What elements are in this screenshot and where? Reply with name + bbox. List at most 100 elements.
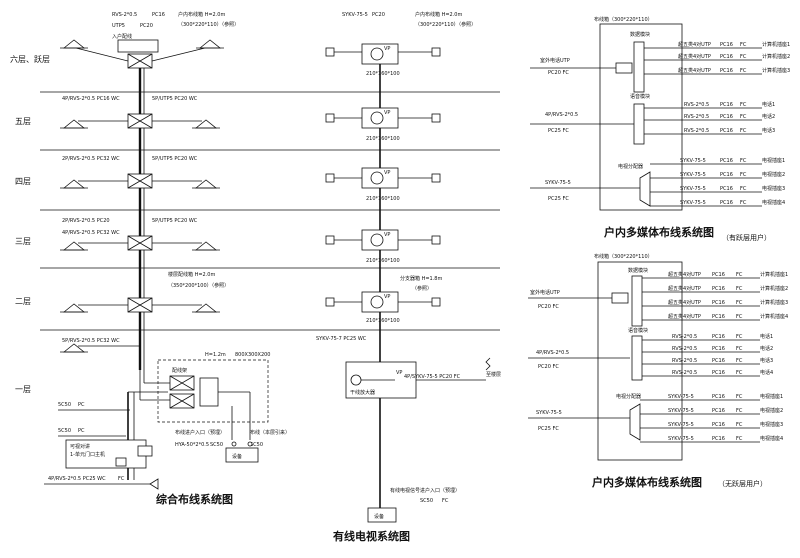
svg-text:210*160*100: 210*160*100: [366, 196, 400, 202]
svg-text:计算机插座3: 计算机插座3: [760, 299, 788, 306]
svg-text:PC25 FC: PC25 FC: [538, 426, 559, 432]
svg-text:SC50: SC50: [250, 442, 263, 448]
svg-text:VP: VP: [384, 46, 390, 52]
svg-text:SYKV-75-5: SYKV-75-5: [680, 158, 706, 164]
svg-text:超五类4对UTP: 超五类4对UTP: [678, 67, 711, 74]
svg-text:电话2: 电话2: [762, 113, 775, 120]
svg-text:FC: FC: [740, 158, 747, 164]
svg-text:PC16: PC16: [720, 158, 733, 164]
svg-text:（300*220*110）（参照）: （300*220*110）（参照）: [178, 21, 239, 28]
svg-text:1-单元门口主机: 1-单元门口主机: [70, 451, 105, 458]
svg-text:5P/UTP5 PC20 WC: 5P/UTP5 PC20 WC: [152, 156, 198, 162]
output-row: SYKV-75-5 PC16 FC 电视插座3: [640, 421, 783, 429]
floor-labels: 六层、跃层 五层 四层 三层 二层 一层: [10, 54, 50, 394]
svg-text:4P/RVS-2*0.5 PC16 WC: 4P/RVS-2*0.5 PC16 WC: [62, 96, 120, 102]
svg-text:FC: FC: [736, 370, 743, 376]
svg-text:（350*200*100）（参照）: （350*200*100）（参照）: [168, 282, 229, 289]
svg-text:RVS-2*0.5: RVS-2*0.5: [672, 346, 697, 352]
output-row: RVS-2*0.5 PC16 FC 电话2: [642, 345, 773, 353]
svg-text:FC: FC: [740, 102, 747, 108]
floor-label: 三层: [15, 237, 31, 246]
svg-text:RVS-2*0.5: RVS-2*0.5: [672, 370, 697, 376]
output-row: SYKV-75-5 PC16 FC 电视插座4: [640, 435, 783, 443]
svg-text:RVS-2*0.5: RVS-2*0.5: [112, 12, 137, 18]
output-row: 超五类4对UTP PC16 FC 计算机插座2: [642, 285, 788, 293]
svg-text:210*160*100: 210*160*100: [366, 136, 400, 142]
svg-text:电话3: 电话3: [760, 357, 773, 364]
output-row: RVS-2*0.5 PC16 FC 电话1: [642, 333, 773, 341]
svg-text:PC20: PC20: [140, 23, 153, 29]
svg-text:VP: VP: [384, 232, 390, 238]
svg-text:FC: FC: [736, 286, 743, 292]
home-top-rows: 超五类4对UTP PC16 FC 计算机插座1 超五类4对UTP PC16 FC…: [644, 41, 790, 207]
output-row: 超五类4对UTP PC16 FC 计算机插座1: [642, 271, 788, 279]
svg-text:电话1: 电话1: [760, 333, 773, 340]
output-row: SYKV-75-5 PC16 FC 电视插座1: [650, 157, 785, 165]
svg-text:PC25 FC: PC25 FC: [548, 196, 569, 202]
svg-text:SC50: SC50: [420, 498, 433, 504]
svg-text:PC16: PC16: [712, 272, 725, 278]
svg-text:PC: PC: [78, 428, 85, 434]
svg-text:SYKV-75-5: SYKV-75-5: [668, 394, 694, 400]
svg-text:5P/RVS-2*0.5 PC32 WC: 5P/RVS-2*0.5 PC32 WC: [62, 338, 120, 344]
svg-text:PC16: PC16: [712, 394, 725, 400]
svg-text:4P/RVS-2*0.5 PC32 WC: 4P/RVS-2*0.5 PC32 WC: [62, 230, 120, 236]
svg-text:计算机插座2: 计算机插座2: [762, 53, 790, 60]
svg-text:FC: FC: [736, 272, 743, 278]
svg-text:PC: PC: [78, 402, 85, 408]
svg-text:FC: FC: [740, 114, 747, 120]
svg-text:计算机插座1: 计算机插座1: [760, 271, 788, 278]
svg-text:室外电话UTP: 室外电话UTP: [540, 57, 570, 64]
output-row: SYKV-75-5 PC16 FC 电视插座2: [650, 171, 785, 179]
svg-text:可视对讲: 可视对讲: [70, 443, 90, 450]
svg-text:电话3: 电话3: [762, 127, 775, 134]
svg-text:布线箱（300*220*110）: 布线箱（300*220*110）: [594, 16, 653, 23]
svg-text:电视插座1: 电视插座1: [760, 393, 783, 400]
svg-text:电视分配器: 电视分配器: [618, 163, 643, 170]
svg-text:SYKV-75-5: SYKV-75-5: [342, 12, 368, 18]
output-row: RVS-2*0.5 PC16 FC 电话4: [642, 369, 773, 377]
svg-text:FC: FC: [736, 346, 743, 352]
svg-text:H=1.2m: H=1.2m: [205, 352, 226, 358]
splitter-box-f4: VP 210*160*100: [325, 167, 441, 202]
svg-text:PC16: PC16: [712, 358, 725, 364]
svg-text:2P/RVS-2*0.5 PC32 WC: 2P/RVS-2*0.5 PC32 WC: [62, 156, 120, 162]
svg-text:入户配线: 入户配线: [112, 33, 132, 40]
svg-text:室外电话UTP: 室外电话UTP: [530, 289, 560, 296]
svg-text:PC16: PC16: [712, 436, 725, 442]
svg-text:PC16: PC16: [152, 12, 165, 18]
svg-text:超五类4对UTP: 超五类4对UTP: [678, 53, 711, 60]
svg-text:PC20 FC: PC20 FC: [538, 364, 559, 370]
svg-text:SYKV-75-5: SYKV-75-5: [680, 200, 706, 206]
svg-text:PC16: PC16: [720, 54, 733, 60]
svg-text:数据模块: 数据模块: [630, 31, 650, 38]
svg-text:超五类4对UTP: 超五类4对UTP: [668, 271, 701, 278]
output-row: SYKV-75-5 PC16 FC 电视插座1: [640, 393, 783, 401]
home-bottom-rows: 超五类4对UTP PC16 FC 计算机插座1 超五类4对UTP PC16 FC…: [640, 271, 788, 443]
svg-text:PC16: PC16: [712, 314, 725, 320]
svg-text:计算机插座4: 计算机插座4: [760, 313, 788, 320]
svg-text:PC16: PC16: [720, 186, 733, 192]
svg-text:至楼层: 至楼层: [486, 371, 501, 378]
svg-text:SYKV-75-5: SYKV-75-5: [536, 410, 562, 416]
output-row: 超五类4对UTP PC16 FC 计算机插座3: [642, 299, 788, 307]
svg-text:户内布线箱 H=2.0m: 户内布线箱 H=2.0m: [178, 11, 225, 18]
svg-text:PC16: PC16: [712, 408, 725, 414]
home-multimedia-bottom: 布线箱（300*220*110） 室外电话UTP PC20 FC 4P/RVS-…: [528, 253, 788, 489]
floor-label: 一层: [15, 385, 31, 394]
svg-text:5C50: 5C50: [58, 402, 71, 408]
svg-text:电视插座4: 电视插座4: [760, 435, 783, 442]
svg-text:PC16: PC16: [720, 114, 733, 120]
svg-text:SYKV-75-5: SYKV-75-5: [545, 180, 571, 186]
svg-text:超五类4对UTP: 超五类4对UTP: [668, 313, 701, 320]
svg-text:5P/UTP5 PC20 WC: 5P/UTP5 PC20 WC: [152, 96, 198, 102]
svg-text:PC16: PC16: [720, 128, 733, 134]
svg-text:FC: FC: [740, 128, 747, 134]
svg-text:PC16: PC16: [720, 200, 733, 206]
svg-text:FC: FC: [736, 358, 743, 364]
svg-text:计算机插座1: 计算机插座1: [762, 41, 790, 48]
svg-text:电视插座3: 电视插座3: [760, 421, 783, 428]
integrated-title: 综合布线系统图: [156, 492, 233, 506]
svg-text:PC16: PC16: [720, 102, 733, 108]
svg-text:设备: 设备: [374, 513, 384, 520]
